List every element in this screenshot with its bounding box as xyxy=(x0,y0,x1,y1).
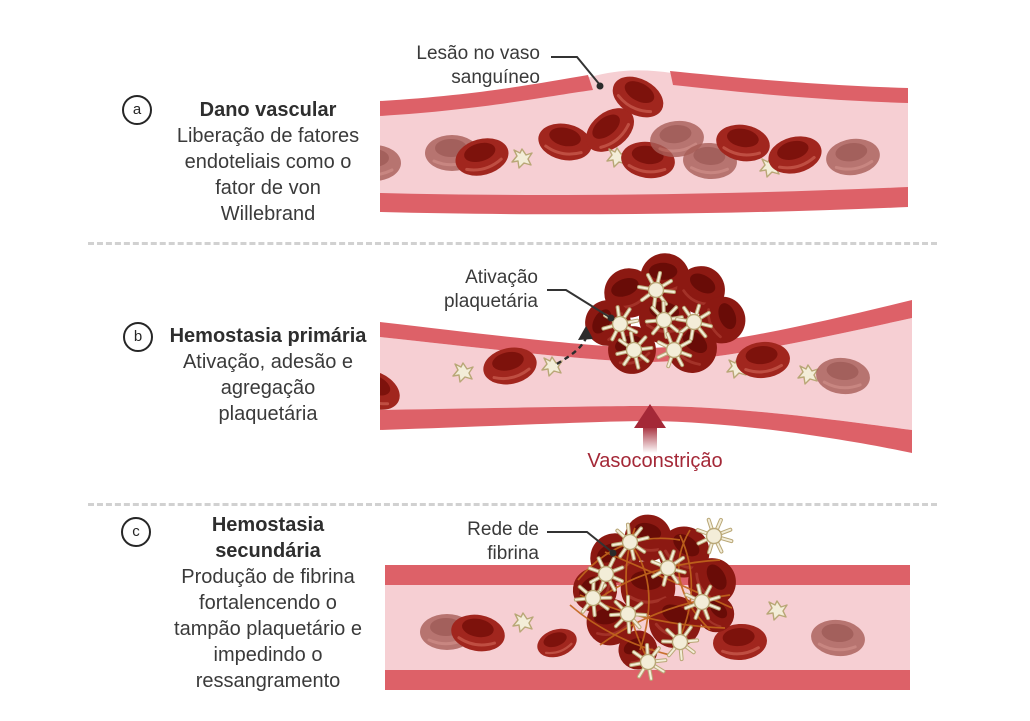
panel-a-marker-letter: a xyxy=(132,101,142,118)
panel-a-desc-line: Willebrand xyxy=(220,203,316,225)
panel-b-desc-line: agregação xyxy=(220,377,316,399)
vessel-a-wall-bottom xyxy=(380,187,908,215)
panel-c-marker: c xyxy=(121,517,151,547)
panel-c-desc-line: ressangramento xyxy=(195,670,341,692)
panel-a-desc-line: Liberação de fatores xyxy=(176,125,360,147)
lesion-pointer-line xyxy=(551,56,604,90)
lesion-label-line: Lesão no vaso xyxy=(416,43,540,64)
panel-c-title-line: secundária xyxy=(215,540,321,562)
panel-c-desc-line: Produção de fibrina xyxy=(181,566,355,588)
vessel-c-illustration xyxy=(385,510,910,690)
panel-a-marker: a xyxy=(122,95,152,125)
panel-divider xyxy=(88,503,937,506)
vessel-b-wall-bottom xyxy=(380,406,912,453)
panel-c-desc-line: impedindo o xyxy=(213,644,323,666)
panel-c-title-line: Hemostasia xyxy=(211,514,325,536)
panel-a-desc-line: endoteliais como o xyxy=(184,151,352,173)
platelet-migration-arrow xyxy=(556,326,593,365)
panel-b-textblock: Hemostasia primária Ativação, adesão e a… xyxy=(128,323,408,427)
vessel-b-illustration xyxy=(380,251,912,453)
panel-a-title: Dano vascular xyxy=(199,99,337,121)
vessel-c-wall-bottom xyxy=(385,670,910,690)
panel-c-textblock: Hemostasia secundária Produção de fibrin… xyxy=(128,512,408,694)
panel-c-description: Produção de fibrina fortalencendo o tamp… xyxy=(128,564,408,694)
panel-c-marker-letter: c xyxy=(132,523,140,540)
panel-c-desc-line: tampão plaquetário e xyxy=(174,618,362,640)
panel-a-textblock: Dano vascular Liberação de fatores endot… xyxy=(128,97,408,227)
activation-label-line: plaquetária xyxy=(443,291,538,312)
activation-label-line: Ativação xyxy=(465,267,538,288)
vessel-a-wall-top-right xyxy=(670,71,908,103)
vasoconstriction-arrow xyxy=(634,404,666,453)
panel-b-marker-letter: b xyxy=(133,328,143,345)
lesion-callout-label: Lesão no vaso sanguíneo xyxy=(388,42,540,90)
panel-a-description: Liberação de fatores endoteliais como o … xyxy=(128,123,408,227)
panel-c-desc-line: fortalencendo o xyxy=(199,592,337,614)
panel-b-description: Ativação, adesão e agregação plaquetária xyxy=(128,349,408,427)
fibrin-callout-label: Rede de fibrina xyxy=(449,518,539,566)
vessel-a-wall-top-left xyxy=(380,75,593,116)
panel-b-desc-line: plaquetária xyxy=(218,403,318,425)
fibrin-label-line: fibrina xyxy=(487,543,539,564)
panel-a-desc-line: fator de von xyxy=(215,177,321,199)
vessel-b-wall-top xyxy=(380,300,912,362)
panel-divider xyxy=(88,242,937,245)
panel-b-title: Hemostasia primária xyxy=(169,325,367,347)
panel-b-marker: b xyxy=(123,322,153,352)
fibrin-label-line: Rede de xyxy=(467,519,539,540)
fibrin-clot xyxy=(562,510,747,688)
panel-b-desc-line: Ativação, adesão e xyxy=(182,351,354,373)
panel-c-title: Hemostasia secundária xyxy=(128,512,408,564)
fibrin-network xyxy=(569,527,733,661)
vessel-a-illustration xyxy=(380,56,908,215)
fibrin-pointer-line xyxy=(547,531,617,557)
platelet-activation-callout-label: Ativação plaquetária xyxy=(430,266,538,314)
vasoconstriction-label: Vasoconstrição xyxy=(587,450,723,472)
lesion-label-line: sanguíneo xyxy=(451,67,540,88)
activation-pointer-line xyxy=(547,289,615,322)
